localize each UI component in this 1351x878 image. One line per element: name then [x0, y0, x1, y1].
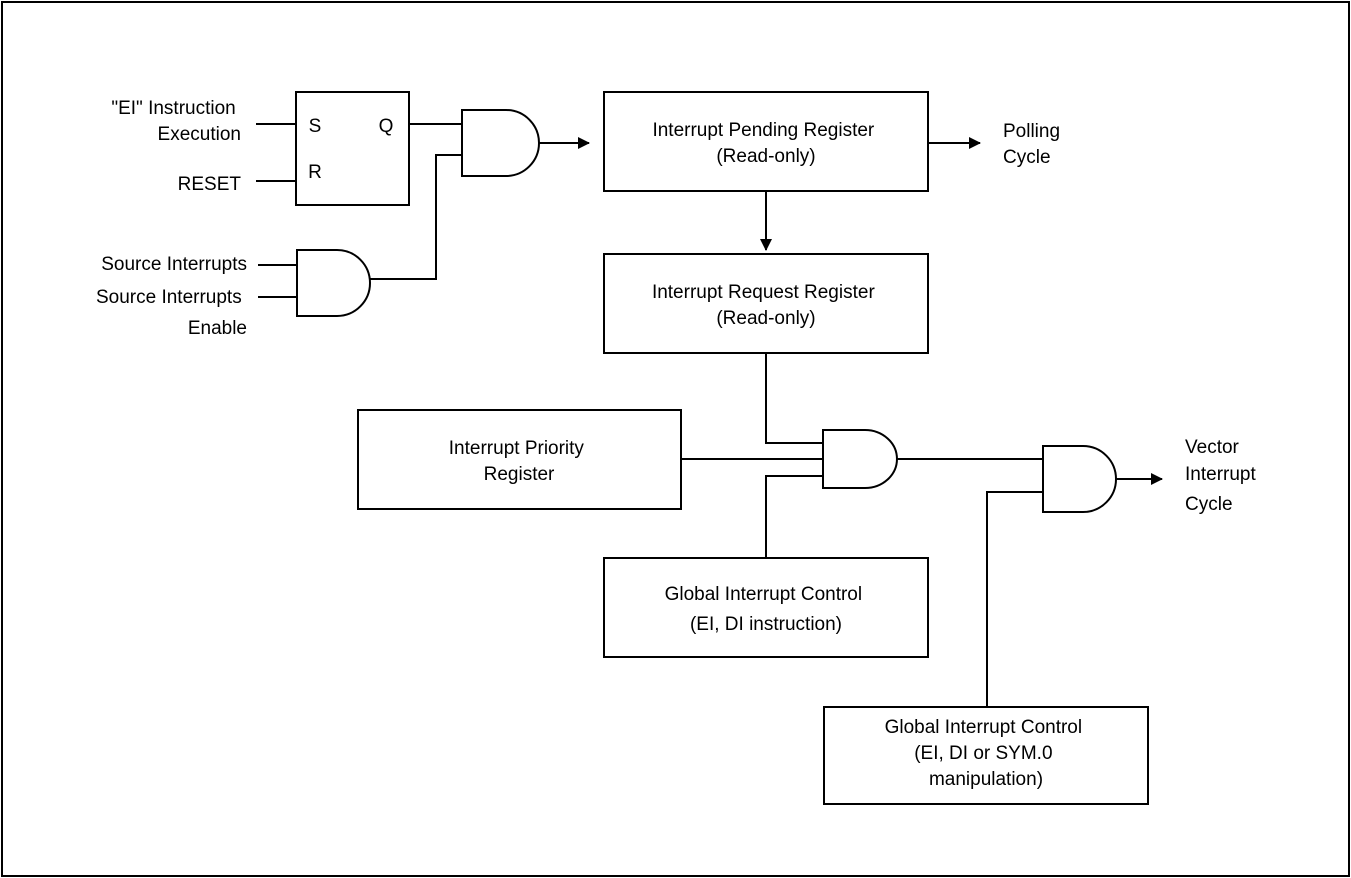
interrupt-pending-register	[603, 91, 929, 192]
global-control-2-line2: (EI, DI or SYM.0	[914, 743, 1052, 764]
vector-cycle-line2: Interrupt	[1185, 464, 1256, 485]
reset-label: RESET	[178, 174, 242, 195]
interrupt-priority-register	[357, 409, 682, 510]
request-register-line1: Interrupt Request Register	[652, 282, 876, 303]
global-control-1-label: Global Interrupt Control (EI, DI instruc…	[665, 584, 868, 635]
vector-interrupt-cycle-label: Vector Interrupt Cycle	[1185, 437, 1261, 515]
and-gate-4	[1042, 445, 1117, 513]
source-interrupts-enable-label: Source Interrupts Enable	[96, 287, 247, 339]
polling-cycle-label: Polling Cycle	[1003, 121, 1065, 168]
ei-instruction-line2: Execution	[158, 124, 241, 145]
source-and-output-wire	[370, 154, 462, 280]
request-register-label: Interrupt Request Register (Read-only)	[652, 282, 880, 329]
source-interrupts-label: Source Interrupts	[101, 254, 247, 275]
interrupt-request-register	[603, 253, 929, 354]
vector-cycle-line1: Vector	[1185, 437, 1240, 458]
global1-to-gate3-wire	[765, 475, 823, 558]
polling-cycle-line2: Cycle	[1003, 147, 1051, 168]
global2-to-gate4-wire	[986, 491, 1043, 707]
priority-register-line1: Interrupt Priority	[449, 438, 585, 459]
and-gate-1	[461, 109, 540, 177]
ei-instruction-line1: "EI" Instruction	[111, 98, 235, 119]
request-to-gate3-wire	[765, 353, 823, 444]
pending-register-label: Interrupt Pending Register (Read-only)	[652, 120, 879, 167]
global-control-2-label: Global Interrupt Control (EI, DI or SYM.…	[885, 717, 1088, 790]
global-interrupt-control-2	[823, 706, 1149, 805]
global-control-2-line3: manipulation)	[929, 769, 1043, 790]
global-control-1-line2: (EI, DI instruction)	[690, 614, 842, 635]
vector-cycle-line3: Cycle	[1185, 494, 1233, 515]
flipflop-r-label: R	[308, 162, 322, 183]
and-gate-2	[296, 249, 371, 317]
priority-register-line2: Register	[484, 464, 555, 485]
and-gate-3	[822, 429, 898, 489]
pending-register-line2: (Read-only)	[716, 146, 815, 167]
flipflop-s-label: S	[309, 116, 322, 137]
polling-cycle-line1: Polling	[1003, 121, 1060, 142]
global-control-2-line1: Global Interrupt Control	[885, 717, 1083, 738]
request-register-line2: (Read-only)	[716, 308, 815, 329]
source-enable-line1: Source Interrupts	[96, 287, 242, 308]
sr-flipflop	[295, 91, 410, 206]
source-enable-line2: Enable	[188, 318, 247, 339]
global-control-1-line1: Global Interrupt Control	[665, 584, 863, 605]
pending-register-line1: Interrupt Pending Register	[652, 120, 874, 141]
ei-instruction-label: "EI" Instruction Execution	[111, 98, 241, 145]
global-interrupt-control-1	[603, 557, 929, 658]
priority-register-label: Interrupt Priority Register	[449, 438, 589, 485]
flipflop-q-label: Q	[379, 116, 394, 137]
